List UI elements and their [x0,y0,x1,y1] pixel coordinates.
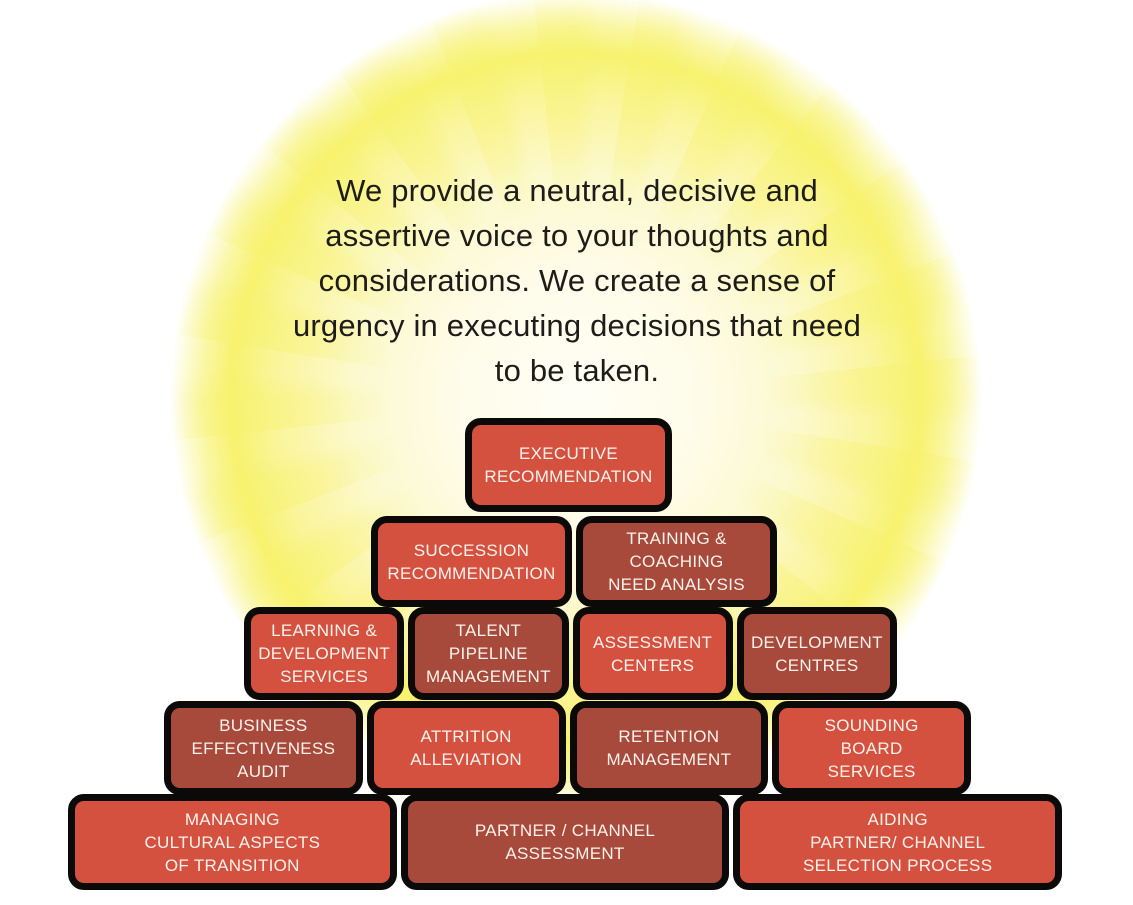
pyramid-box: RETENTION MANAGEMENT [569,701,769,795]
pyramid-box: MANAGING CULTURAL ASPECTS OF TRANSITION [68,794,397,890]
pyramid-box: LEARNING & DEVELOPMENT SERVICES [244,607,405,700]
pyramid-box: DEVELOPMENT CENTRES [736,607,897,700]
pyramid-box: AIDING PARTNER/ CHANNEL SELECTION PROCES… [733,794,1063,890]
quote-text: We provide a neutral, decisive and asser… [292,173,862,388]
pyramid-box: TALENT PIPELINE MANAGEMENT [408,607,569,700]
pyramid-row: EXECUTIVE RECOMMENDATION [465,418,672,512]
pyramid-box: BUSINESS EFFECTIVENESS AUDIT [164,701,363,795]
pyramid-box: EXECUTIVE RECOMMENDATION [465,418,672,512]
pyramid-box: ATTRITION ALLEVIATION [366,701,566,795]
pyramid-box: TRAINING & COACHING NEED ANALYSIS [576,516,777,607]
pyramid-box: SOUNDING BOARD SERVICES [772,701,971,795]
pyramid-box: SUCCESSION RECOMMENDATION [371,516,572,607]
pyramid-box: ASSESSMENT CENTERS [572,607,733,700]
pyramid-box: PARTNER / CHANNEL ASSESSMENT [400,794,730,890]
